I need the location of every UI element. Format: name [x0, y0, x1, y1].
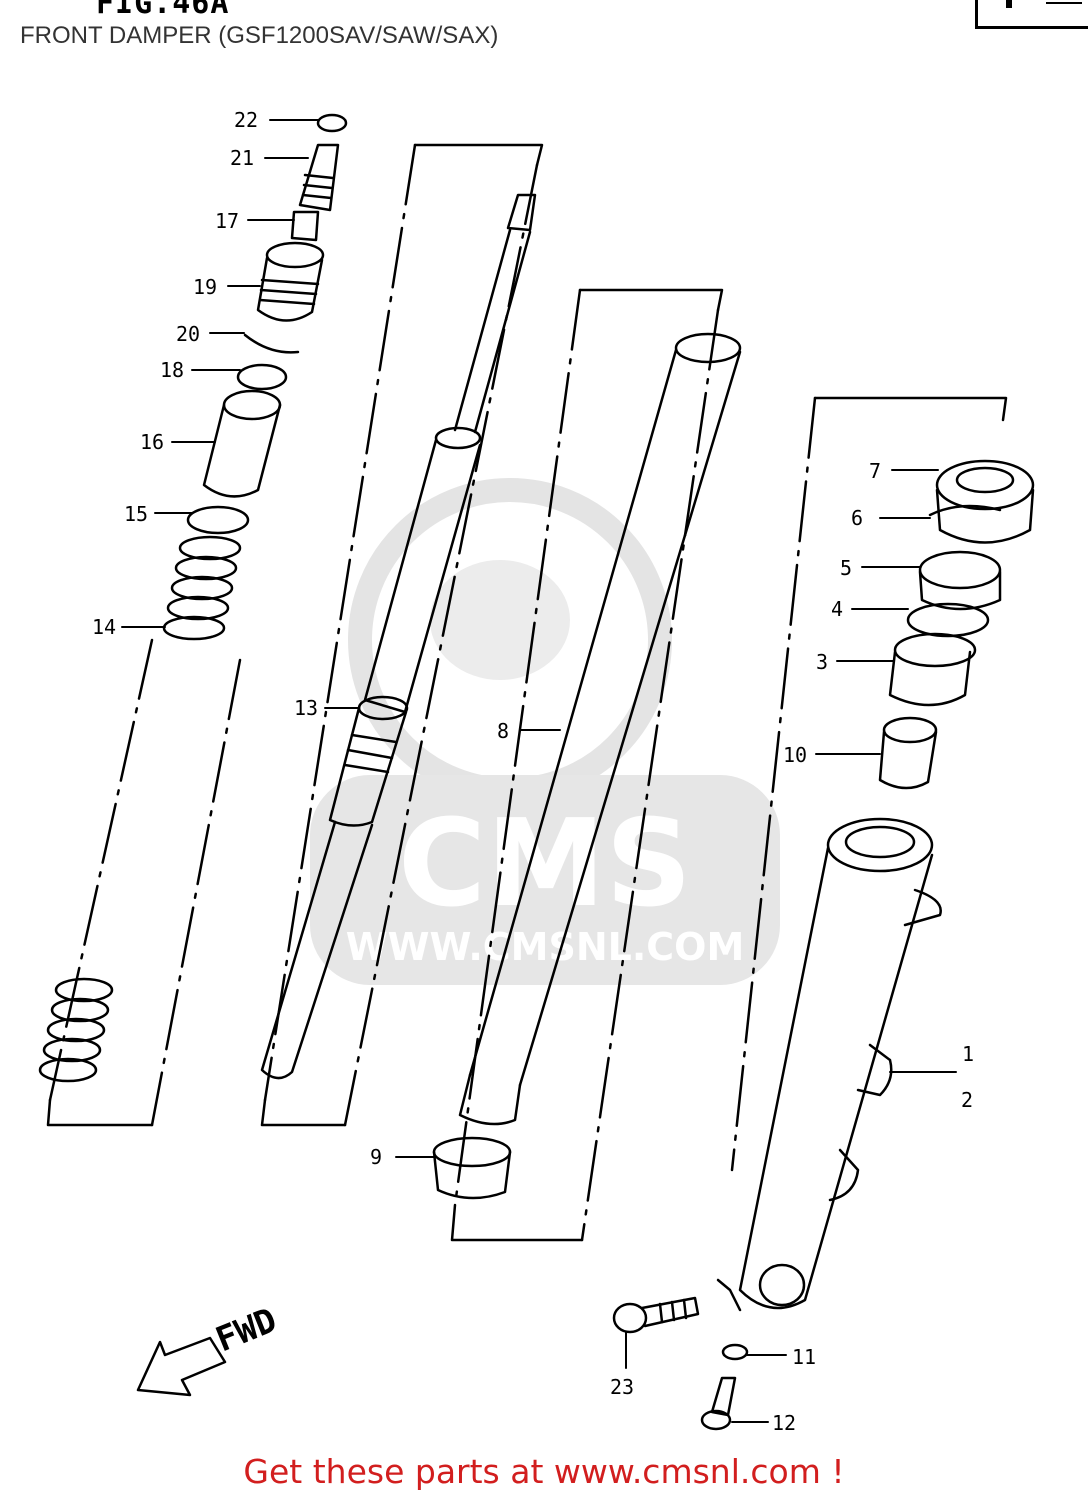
watermark-url: WWW.CMSNL.COM — [346, 925, 745, 969]
callout-14: 14 — [92, 615, 116, 639]
callout-12: 12 — [772, 1411, 796, 1435]
callout-18: 18 — [160, 358, 184, 382]
guide-line-d — [580, 308, 720, 1242]
part-16-spacer — [202, 389, 282, 498]
part-10-oil-lock — [878, 716, 938, 790]
fwd-label: FWD — [210, 1300, 282, 1360]
callout-21: 21 — [230, 146, 254, 170]
callout-4: 4 — [831, 597, 843, 621]
callout-11: 11 — [792, 1345, 816, 1369]
callout-13: 13 — [294, 696, 318, 720]
frame-bracket-1 — [413, 143, 544, 167]
watermark-brand: CMS — [398, 795, 692, 934]
callout-17: 17 — [215, 209, 239, 233]
corner-frame — [975, 0, 1088, 29]
part-15-spring-seat — [186, 505, 250, 535]
callout-6: 6 — [851, 506, 863, 530]
diagram-subtitle: FRONT DAMPER (GSF1200SAV/SAW/SAX) — [20, 22, 499, 49]
callout-10: 10 — [783, 743, 807, 767]
frame-bracket-6 — [450, 1203, 584, 1242]
guide-line-c — [453, 288, 582, 1207]
callout-16: 16 — [140, 430, 164, 454]
leader-lines — [121, 119, 957, 1423]
callout-labels: 22 21 17 19 20 18 16 15 14 13 8 7 6 5 4 … — [92, 108, 974, 1435]
part-23-bolt — [612, 1296, 700, 1334]
part-19-cap-bolt — [256, 241, 325, 322]
part-5-oil-seal — [918, 550, 1002, 611]
callout-23: 23 — [610, 1375, 634, 1399]
callout-8: 8 — [497, 719, 509, 743]
part-14-spring — [38, 535, 242, 1083]
guide-line-f — [48, 638, 154, 1102]
guide-line-e — [730, 396, 817, 1172]
frame-bracket-4 — [46, 1098, 154, 1127]
callout-20: 20 — [176, 322, 200, 346]
callout-1: 1 — [962, 1042, 974, 1066]
callout-9: 9 — [370, 1145, 382, 1169]
part-12-drain-bolt — [700, 1376, 737, 1431]
part-17-collar — [290, 210, 320, 242]
callout-7: 7 — [869, 459, 881, 483]
guide-line-b — [343, 163, 539, 1127]
part-8-inner-tube — [458, 332, 742, 1126]
guide-line-g — [150, 658, 242, 1127]
guide-line-a — [263, 143, 417, 1102]
callout-2: 2 — [961, 1088, 973, 1112]
part-3-guide-bush — [888, 632, 977, 707]
fwd-arrow-icon — [136, 1336, 227, 1397]
part-21-adjuster — [298, 143, 340, 212]
part-22-washer — [316, 113, 348, 133]
callout-19: 19 — [193, 275, 217, 299]
part-11-washer — [721, 1343, 749, 1361]
frame-bracket-3 — [813, 396, 1008, 422]
part-1-2-outer-tube — [716, 817, 942, 1312]
frame-bracket-5 — [260, 1098, 347, 1127]
part-6-stopper-ring — [928, 504, 1002, 517]
figure-number: FIG.46A — [96, 0, 230, 21]
part-18-washer — [236, 363, 288, 391]
callout-3: 3 — [816, 650, 828, 674]
callout-5: 5 — [840, 556, 852, 580]
callout-15: 15 — [124, 502, 148, 526]
callout-22: 22 — [234, 108, 258, 132]
cms-watermark: CMS WWW.CMSNL.COM — [310, 478, 780, 985]
footer-promo-text: Get these parts at www.cmsnl.com ! — [243, 1452, 845, 1491]
part-20-o-ring — [243, 333, 300, 354]
part-7-dust-seal — [935, 459, 1035, 544]
frame-bracket-2 — [578, 288, 724, 312]
part-9-bush — [432, 1136, 512, 1200]
part-13-damper-rod — [260, 193, 537, 1080]
